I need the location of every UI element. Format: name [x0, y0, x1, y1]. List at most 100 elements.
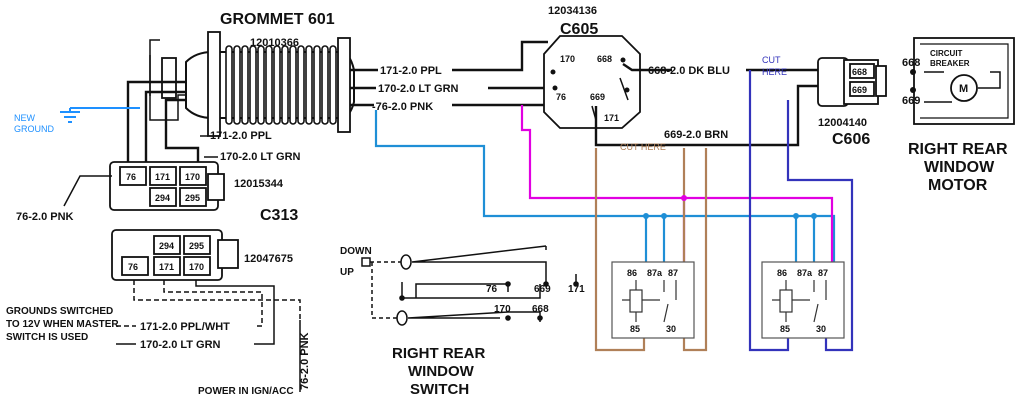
c606-part: 12004140 [818, 117, 867, 129]
rr-window-motor: CIRCUIT BREAKER M 668 669 RIGHT REAR WIN… [902, 37, 1015, 194]
connector-upper-cell [179, 187, 207, 207]
wire-label-76-left: 76-2.0 PNK [16, 211, 74, 223]
connector-c605: 12034136 C605 170 668 76 669 171 [543, 5, 641, 129]
ground-label-ground: GROUND [14, 124, 54, 134]
grounds-note-line2: TO 12V WHEN MASTER [6, 319, 119, 330]
motor-term-668: 668 [902, 57, 920, 69]
grommet-rib [265, 45, 273, 125]
c313-pin-171: 171 [159, 262, 174, 272]
switch-node [399, 295, 405, 301]
switch-up-label: UP [340, 267, 354, 278]
c313-cell [183, 256, 211, 276]
switch-title-line1: RIGHT REAR [392, 345, 486, 362]
wire-blue-left [748, 70, 790, 352]
wire-junction-dot [643, 213, 649, 219]
c606-latch [875, 65, 887, 97]
relay-2-contacts [772, 280, 827, 323]
grommet-flange-right [337, 37, 351, 133]
switch-node [505, 281, 511, 287]
c313-part: 12047675 [244, 253, 293, 265]
wire-junction-dot [811, 213, 817, 219]
switch-node [573, 281, 579, 287]
grommet-rib [273, 45, 281, 125]
grommet-601: GROMMET 601 12010366 [149, 11, 355, 137]
grommet-rib [329, 45, 337, 125]
switch-upper-blade [411, 245, 547, 282]
grommet-title: GROMMET 601 [220, 11, 335, 28]
c313-pin-295: 295 [189, 241, 204, 251]
motor-title-line2: WINDOW [924, 159, 995, 176]
connector-c313: C313 294 295 76 171 170 12047675 [111, 207, 298, 281]
connector-upper-cell [149, 166, 177, 186]
wire-170-down [195, 280, 275, 345]
relay-2: 86 87a 87 85 30 [761, 261, 845, 339]
relay-2-coil [779, 289, 793, 313]
bracket-top [149, 39, 160, 96]
cut-here-right-line1: CUT [762, 55, 781, 65]
grommet-left-wires [126, 39, 200, 162]
wire-label-171-left: 171-2.0 PPL [210, 130, 272, 142]
grommet-right-wires: 171-2.0 PPL 170-2.0 LT GRN -76-2.0 PNK [350, 40, 548, 113]
grommet-flange-left [207, 31, 221, 137]
grommet-rib [233, 45, 241, 125]
grommet-rib [305, 45, 313, 125]
switch-label-669: 669 [534, 284, 551, 295]
wire-left-170 [164, 98, 200, 162]
c313-cell [183, 235, 211, 255]
c606-cell [849, 81, 875, 97]
wire-668-from-c605 [622, 63, 672, 72]
c605-pin-171: 171 [604, 113, 619, 123]
connector-12015344: 76 171 170 294 295 12015344 [109, 161, 284, 211]
relay-1-contacts [622, 280, 677, 323]
switch-title-line3: SWITCH [410, 381, 469, 398]
motor-title-line1: RIGHT REAR [908, 141, 1008, 158]
wire-junction-dot [681, 195, 687, 201]
connector-upper-cell [179, 166, 207, 186]
c606-title: C606 [832, 131, 870, 148]
wire-label-171-ppl-wht: 171-2.0 PPL/WHT [140, 321, 230, 333]
motor-term-dot [910, 69, 916, 75]
c605-title: C605 [560, 21, 598, 38]
switch-title-line2: WINDOW [408, 363, 475, 380]
connector-upper-pin-76: 76 [126, 172, 136, 182]
relay-2-pin-30: 30 [816, 324, 826, 334]
wire-label-76-bottom: 76-2.0 PNK [299, 332, 311, 390]
power-note: POWER IN IGN/ACC [198, 386, 294, 397]
connector-upper-part: 12015344 [234, 178, 284, 190]
c605-pin-76: 76 [556, 92, 566, 102]
wire-magenta-upper [520, 105, 834, 262]
switch-lower-blade [407, 311, 541, 322]
connector-upper-pin-170: 170 [185, 172, 200, 182]
switch-label-76: 76 [486, 284, 498, 295]
connector-c606: 668 669 12004140 C606 [817, 57, 887, 148]
c605-mark [619, 77, 629, 101]
wire-label-170-left: 170-2.0 LT GRN [220, 151, 301, 163]
added-wiring [374, 70, 854, 352]
grounds-note: GROUNDS SWITCHED TO 12V WHEN MASTER SWIT… [6, 306, 294, 397]
motor-internal-wiring [924, 71, 1001, 103]
grommet-ribs [225, 45, 337, 125]
motor-symbol-circle [950, 74, 978, 102]
switch-label-668: 668 [532, 304, 549, 315]
c605-pin-668: 668 [597, 54, 612, 64]
wire-left-76 [126, 80, 186, 162]
c313-pin-294: 294 [159, 241, 174, 251]
c605-dot [550, 69, 556, 75]
c313-pin-170: 170 [189, 262, 204, 272]
grommet-rib [225, 45, 233, 125]
grommet-rib [313, 45, 321, 125]
relay-1-pin-87a: 87a [647, 268, 663, 278]
c313-title: C313 [260, 207, 298, 224]
c313-latch [217, 239, 239, 269]
relay-1-pin-86: 86 [627, 268, 637, 278]
wire-171-down [163, 280, 263, 327]
wire-76-down [133, 280, 301, 320]
wire-label-76-right: -76-2.0 PNK [372, 101, 433, 113]
wire-label-668: 668-2.0 DK BLU [648, 65, 730, 77]
wire-171-to-c605 [452, 40, 548, 72]
ground-label-new: NEW [14, 113, 36, 123]
switch-contact-lower [396, 310, 408, 326]
switch-linkage-lower [371, 262, 398, 319]
wire-label-170-bottom: 170-2.0 LT GRN [140, 339, 221, 351]
